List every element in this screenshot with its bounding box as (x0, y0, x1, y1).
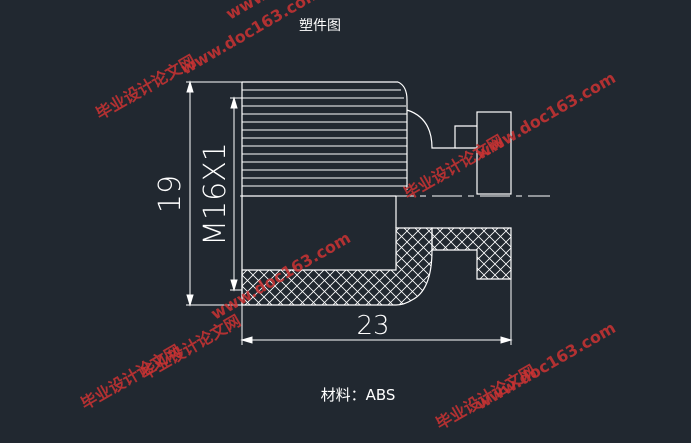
dimension-19-label: 19 (153, 175, 188, 213)
dimension-23-label: 23 (356, 311, 389, 341)
dimension-thread-label: M16X1 (198, 142, 233, 246)
watermark-group: 毕业设计论文网 www.doc163.com 毕业设计论文网 www.doc16… (78, 0, 619, 433)
watermark-url: www.doc163.com (473, 68, 619, 163)
section-hatch (241, 227, 512, 306)
watermark-url: www.doc163.com (473, 318, 619, 413)
part-outline (241, 81, 512, 305)
material-label: 材料：ABS (321, 386, 396, 404)
watermark-cn: 毕业设计论文网 (78, 341, 185, 413)
knurl-lines (242, 81, 407, 187)
dimension-19 (186, 80, 242, 307)
dimension-23 (240, 279, 513, 345)
dimension-thread (230, 96, 242, 292)
drawing-title: 塑件图 (299, 18, 341, 34)
